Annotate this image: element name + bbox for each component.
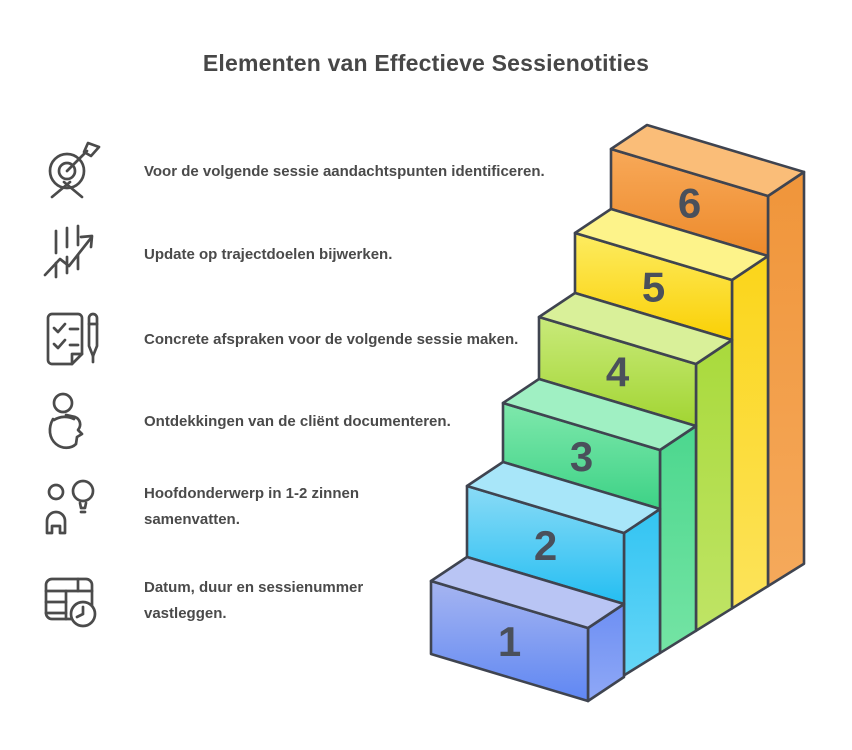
trend-chart-icon xyxy=(40,223,104,287)
item-text: Hoofdonderwerp in 1-2 zinnen samenvatten… xyxy=(144,485,360,528)
staircase-step-5: 5 xyxy=(573,207,770,610)
checklist-pen-icon xyxy=(40,308,104,372)
staircase-step-1: 1 xyxy=(429,555,626,703)
list-item: Hoofdonderwerp in 1-2 zinnen samenvatten… xyxy=(40,475,400,539)
step-number: 3 xyxy=(570,433,593,480)
list-item: Ontdekkingen van de cliënt documenteren. xyxy=(40,390,560,454)
staircase-step-2: 2 xyxy=(465,460,662,677)
list-item: Voor de volgende sessie aandachtspunten … xyxy=(40,140,560,204)
staircase-step-3: 3 xyxy=(501,377,698,655)
list-item: Datum, duur en sessienummer vastleggen. xyxy=(40,569,400,633)
staircase-step-4: 4 xyxy=(537,291,734,633)
step-number: 4 xyxy=(606,349,630,396)
item-text: Voor de volgende sessie aandachtspunten … xyxy=(144,163,545,181)
target-icon xyxy=(40,140,104,204)
step-number: 2 xyxy=(534,522,557,569)
page-title: Elementen van Effectieve Sessienotities xyxy=(202,50,650,76)
staircase-step-6: 6 xyxy=(609,123,806,588)
calendar-clock-icon xyxy=(40,569,104,633)
step-number: 1 xyxy=(498,618,521,665)
item-text: Concrete afspraken voor de volgende sess… xyxy=(144,331,519,349)
step-number: 6 xyxy=(678,180,701,227)
item-text: Ontdekkingen van de cliënt documenteren. xyxy=(144,413,451,431)
item-text: Datum, duur en sessienummer vastleggen. xyxy=(144,579,364,622)
list-item: Concrete afspraken voor de volgende sess… xyxy=(40,308,560,372)
item-text: Update op trajectdoelen bijwerken. xyxy=(144,246,393,264)
list-item: Update op trajectdoelen bijwerken. xyxy=(40,223,560,287)
step-number: 5 xyxy=(642,264,665,311)
mind-person-icon xyxy=(40,390,104,454)
person-idea-icon xyxy=(40,475,104,539)
